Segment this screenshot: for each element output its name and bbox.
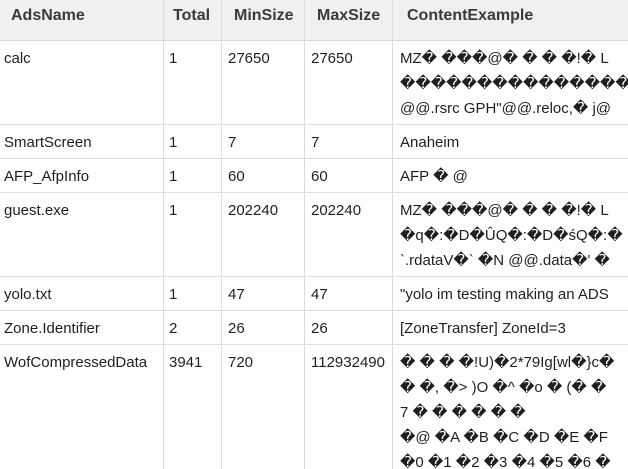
cell-contentexample: "yolo im testing making an ADS xyxy=(400,277,628,307)
cell-total: 1 xyxy=(169,50,178,67)
cell-maxsize: 26 xyxy=(311,320,328,337)
cell-adsname: guest.exe xyxy=(4,202,70,219)
cell-maxsize: 27650 xyxy=(311,50,353,67)
content-line: Anaheim xyxy=(400,134,460,151)
content-line: � � � �!U)�2*79Ig[wl�}c� xyxy=(400,354,615,371)
table-header: AdsName Total MinSize MaxSize ContentExa… xyxy=(0,0,628,41)
column-divider xyxy=(304,0,305,469)
column-header-contentexample[interactable]: ContentExample xyxy=(407,7,534,24)
cell-total: 1 xyxy=(169,168,178,185)
content-line: MZ� ���@� � � �!� L xyxy=(400,50,609,67)
table-row[interactable]: Zone.Identifier 2 26 26 [ZoneTransfer] Z… xyxy=(0,311,628,345)
content-line: ����������������D xyxy=(400,75,628,92)
column-divider xyxy=(221,0,222,469)
cell-adsname: SmartScreen xyxy=(4,134,92,151)
table-row[interactable]: AFP_AfpInfo 1 60 60 AFP � @ xyxy=(0,159,628,193)
content-line: `.rdataV�` �N @@.data�' � xyxy=(400,252,610,269)
column-divider xyxy=(392,0,393,469)
cell-adsname: yolo.txt xyxy=(4,286,52,303)
cell-contentexample: Anaheim xyxy=(400,125,628,155)
cell-minsize: 60 xyxy=(228,168,245,185)
cell-minsize: 27650 xyxy=(228,50,270,67)
column-header-maxsize[interactable]: MaxSize xyxy=(317,7,381,24)
cell-minsize: 47 xyxy=(228,286,245,303)
table-row[interactable]: WofCompressedData 3941 720 112932490 � �… xyxy=(0,345,628,469)
content-line: [ZoneTransfer] ZoneId=3 xyxy=(400,320,566,337)
cell-total: 3941 xyxy=(169,354,203,371)
content-line: �0 �1 �2 �3 �4 �5 �6 � xyxy=(400,454,611,469)
cell-total: 1 xyxy=(169,202,178,219)
cell-maxsize: 47 xyxy=(311,286,328,303)
cell-minsize: 26 xyxy=(228,320,245,337)
cell-contentexample: AFP � @ xyxy=(400,159,628,189)
cell-contentexample: MZ� ���@� � � �!� L �q�:�D�ÛQ�:�D�śQ�:� … xyxy=(400,193,628,273)
table-row[interactable]: yolo.txt 1 47 47 "yolo im testing making… xyxy=(0,277,628,311)
content-line: �@ �A �B �C �D �E �F xyxy=(400,429,608,446)
cell-adsname: Zone.Identifier xyxy=(4,320,100,337)
table-row[interactable]: SmartScreen 1 7 7 Anaheim xyxy=(0,125,628,159)
content-line: "yolo im testing making an ADS xyxy=(400,286,609,303)
content-line: MZ� ���@� � � �!� L xyxy=(400,202,609,219)
column-header-minsize[interactable]: MinSize xyxy=(234,7,294,24)
cell-total: 2 xyxy=(169,320,178,337)
cell-maxsize: 112932490 xyxy=(311,354,385,371)
cell-maxsize: 202240 xyxy=(311,202,362,219)
cell-contentexample: MZ� ���@� � � �!� L ����������������D @@… xyxy=(400,41,628,121)
cell-maxsize: 60 xyxy=(311,168,328,185)
cell-adsname: calc xyxy=(4,50,31,67)
cell-contentexample: � � � �!U)�2*79Ig[wl�}c� � �, �> )O �^ �… xyxy=(400,345,628,469)
cell-minsize: 202240 xyxy=(228,202,279,219)
table-row[interactable]: guest.exe 1 202240 202240 MZ� ���@� � � … xyxy=(0,193,628,277)
cell-maxsize: 7 xyxy=(311,134,320,151)
cell-adsname: WofCompressedData xyxy=(4,354,148,371)
column-header-total[interactable]: Total xyxy=(173,7,211,24)
cell-contentexample: [ZoneTransfer] ZoneId=3 xyxy=(400,311,628,341)
cell-adsname: AFP_AfpInfo xyxy=(4,168,90,185)
cell-total: 1 xyxy=(169,134,178,151)
column-header-adsname[interactable]: AdsName xyxy=(11,7,85,24)
content-line: 7 � � � � � � xyxy=(400,404,526,421)
table-row[interactable]: calc 1 27650 27650 MZ� ���@� � � �!� L �… xyxy=(0,41,628,125)
cell-minsize: 7 xyxy=(228,134,237,151)
content-line: AFP � @ xyxy=(400,168,468,185)
column-divider xyxy=(163,0,164,469)
cell-minsize: 720 xyxy=(228,354,254,371)
cell-total: 1 xyxy=(169,286,178,303)
content-line: �q�:�D�ÛQ�:�D�śQ�:� xyxy=(400,227,623,244)
content-line: @@.rsrc GPH"@@.reloc,� j@ xyxy=(400,100,612,117)
content-line: � �, �> )O �^ �o � (� � xyxy=(400,379,607,396)
